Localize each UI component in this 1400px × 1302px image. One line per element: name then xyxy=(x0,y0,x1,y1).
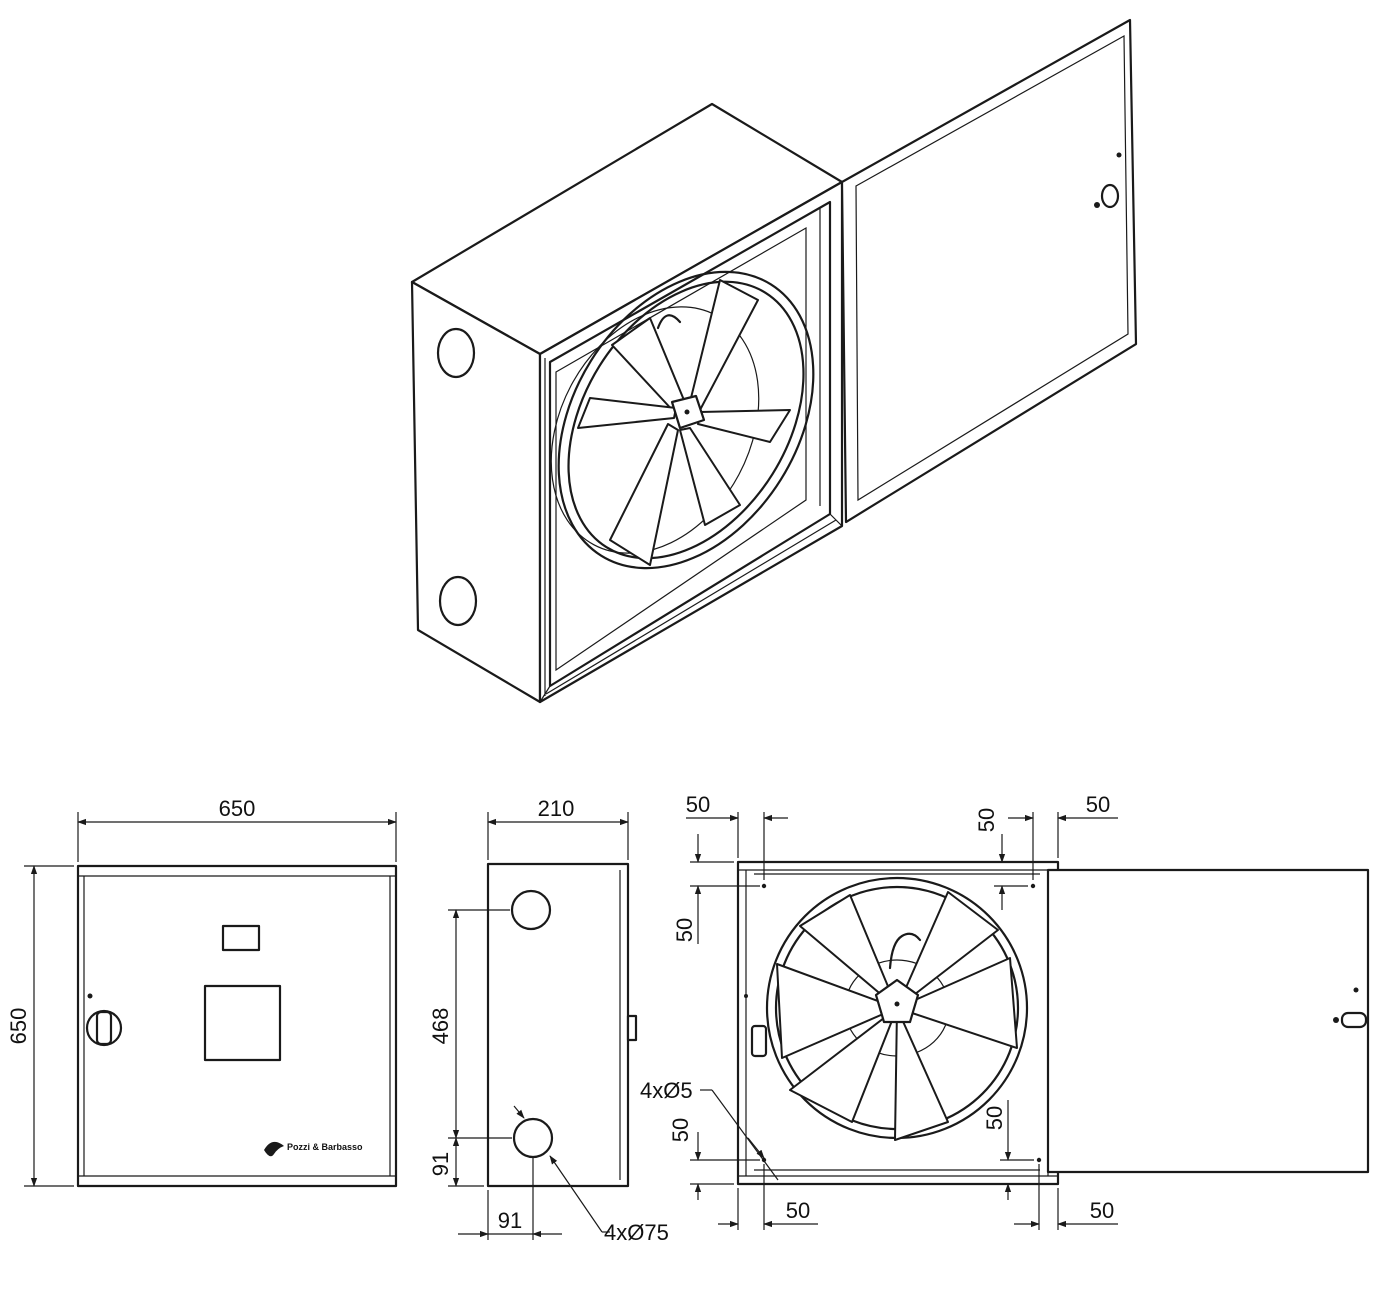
side-handle-profile xyxy=(626,1014,638,1042)
door-handle-icon xyxy=(85,993,123,1047)
dim-mount-hole-note: 4xØ5 xyxy=(640,1078,693,1103)
side-view: 210 468 91 91 4xØ75 xyxy=(428,796,669,1245)
dim-inside-bottom-right-h: 50 xyxy=(1090,1198,1114,1223)
dim-inside-top-left-h: 50 xyxy=(686,792,710,817)
interior-open-door xyxy=(1046,868,1370,1174)
side-knockout-hole-top xyxy=(436,327,476,379)
mount-hole-top-left xyxy=(761,883,767,889)
dim-side-hole-from-bottom: 91 xyxy=(428,1152,453,1176)
dim-inside-top-left-v: 50 xyxy=(672,918,697,942)
logo-text: Pozzi & Barbasso xyxy=(287,1142,363,1152)
reel-rim-outer xyxy=(557,270,815,570)
cabinet-inner-back xyxy=(555,226,807,672)
front-view: Pozzi & Barbasso 650 650 xyxy=(6,796,398,1188)
door-lock-iso xyxy=(1094,152,1122,209)
dim-inside-bottom-left-h: 50 xyxy=(786,1198,810,1223)
reel-blades-iso xyxy=(577,279,791,566)
dim-inside-bottom-left-v: 50 xyxy=(668,1118,693,1142)
hose-reel xyxy=(750,876,1029,1141)
dim-side-hole-note: 4xØ75 xyxy=(604,1220,669,1245)
side-hole-top xyxy=(510,889,552,931)
front-label-slot xyxy=(221,924,261,952)
mount-hole-bottom-right xyxy=(1036,1157,1042,1163)
reel-inlet-pipe-front xyxy=(888,932,922,970)
reel-inlet-pipe xyxy=(656,314,682,330)
interior-view: 50 50 50 50 50 50 50 xyxy=(640,792,1370,1230)
dim-front-height: 650 xyxy=(6,1008,31,1045)
manufacturer-logo: Pozzi & Barbasso xyxy=(264,1141,363,1157)
front-cabinet-outline xyxy=(76,864,398,1188)
dim-side-hole-spacing: 468 xyxy=(428,1008,453,1045)
dim-inside-top-right-v: 50 xyxy=(974,808,999,832)
cabinet-side-face xyxy=(410,280,542,704)
dim-side-depth: 210 xyxy=(538,796,575,821)
dim-inside-top-right-h: 50 xyxy=(1086,792,1110,817)
open-door xyxy=(840,18,1138,524)
side-knockout-hole-bottom xyxy=(438,575,478,627)
door-lock-icon xyxy=(1333,987,1368,1029)
front-window xyxy=(203,984,282,1062)
mount-hole-top-right xyxy=(1030,883,1036,889)
dim-inside-bottom-right-v: 50 xyxy=(982,1106,1007,1130)
isometric-view xyxy=(410,18,1138,704)
dim-side-hole-from-edge: 91 xyxy=(498,1208,522,1233)
reel-side-valve xyxy=(750,1024,768,1058)
open-door-inner-edge xyxy=(855,34,1129,502)
dim-front-width: 650 xyxy=(219,796,256,821)
reel-rim-inner xyxy=(567,280,805,560)
